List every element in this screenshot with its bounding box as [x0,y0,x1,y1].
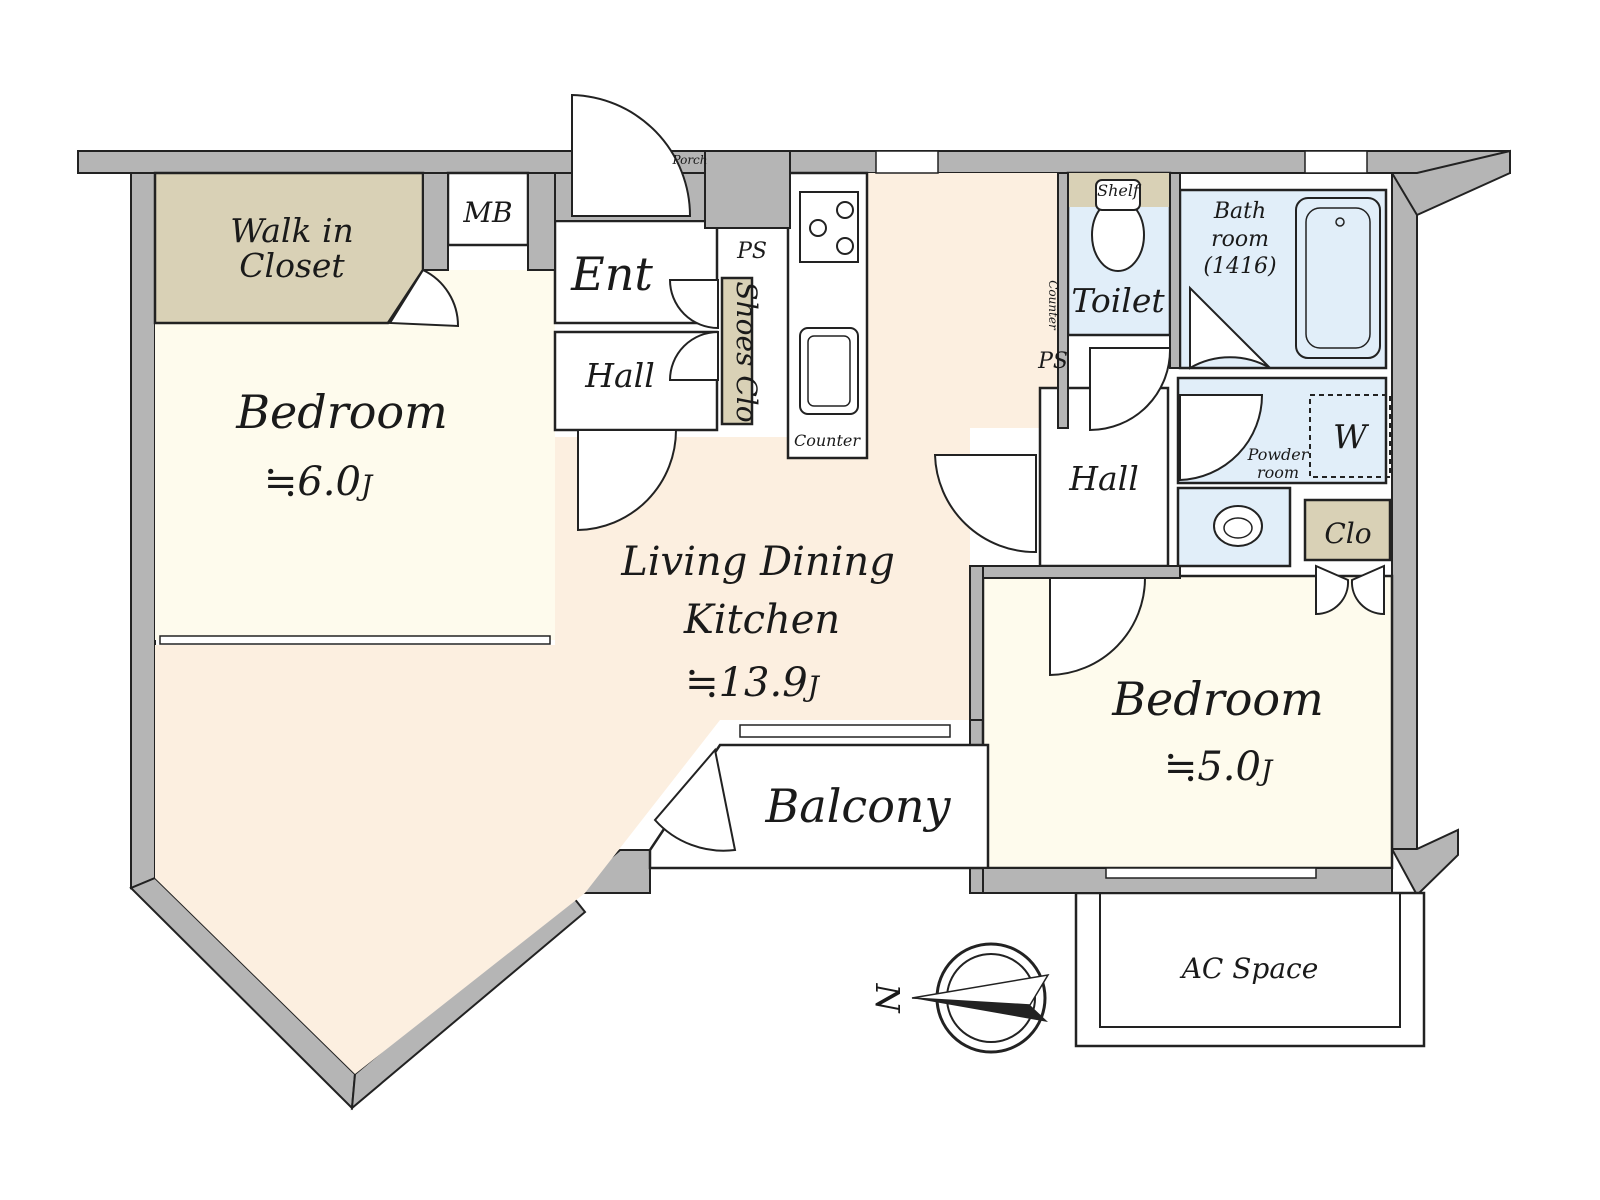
shoes-closet-floor [720,276,754,426]
door-hall-east [933,454,1037,554]
door-hall-entry [577,429,678,532]
label-ldk-size: ≒13.9J [685,660,821,706]
label-ldk-2: Kitchen [683,597,840,643]
room-labels: Walk in Closet MB Ent Hall Shoes Clo PS … [230,153,1371,985]
label-bedroom-west: Bedroom [235,385,447,439]
bedroom-west-floor [155,270,555,640]
door-closet-east-1 [1315,564,1350,616]
east-wall [1391,172,1418,850]
closet-east-floor [1303,498,1392,562]
door-bathroom [1189,285,1271,370]
label-walk-in-closet-2: Closet [239,246,345,285]
label-counter-toilet: Counter [1046,280,1060,331]
ac-space-floor [1074,891,1426,1048]
tub-drain [1335,217,1345,227]
window-south-bedroom [1105,867,1317,879]
label-hall-east: Hall [1068,459,1139,498]
label-shelf: Shelf [1097,181,1142,200]
door-entrance [571,93,692,217]
door-balcony [653,747,737,852]
label-walk-in-closet-1: Walk in [230,211,354,250]
toilet-tank [1095,179,1141,211]
kitchen-sink-inner [807,335,851,407]
windows [159,150,1368,879]
compass-north-label: N [868,983,907,1014]
label-hall-entry: Hall [584,356,655,395]
burner-2 [809,219,827,237]
wash-basin-inner [1223,517,1253,539]
label-bathroom-3: (1416) [1203,254,1276,279]
wash-basin [1213,505,1263,547]
label-ldk-1: Living Dining [620,539,895,585]
door-wic [388,268,460,328]
east-corner-wall [1390,828,1459,897]
label-ps-entry: PS [736,239,767,264]
west-wall [130,172,156,890]
compass-needle-highlight [911,973,1050,1006]
label-closet-east: Clo [1324,517,1371,550]
label-porch: Porch [672,153,708,167]
wall-mb [422,172,449,271]
window-north-ldk [875,150,939,174]
label-counter-kitchen: Counter [794,431,861,450]
doors [388,93,1385,852]
window-west-bedroom [159,635,551,645]
burner-3 [836,237,854,255]
label-ps-hall: PS [1037,349,1068,374]
wall-bath-left [1169,172,1181,369]
label-powder-room-2: room [1257,463,1299,482]
label-shoes-closet: Shoes Clo [730,281,763,422]
label-ac-space: AC Space [1179,952,1319,985]
kitchen-sink [799,327,859,415]
label-washer: W [1333,417,1370,456]
wall-toilet-left [1057,172,1069,429]
bathtub-inner [1305,207,1371,349]
washer-space [1309,394,1391,478]
label-mb: MB [462,196,512,229]
door-bedroom-east [1049,577,1147,677]
label-bathroom-1: Bath [1213,199,1266,224]
ne-corner-wall [1390,149,1511,217]
wall-mb-right [527,172,556,271]
north-wall [77,150,1511,174]
door-shoes-2 [668,330,719,381]
label-balcony: Balcony [764,779,951,833]
wall-porch [704,150,791,229]
balcony-floor [648,743,990,870]
label-toilet: Toilet [1071,281,1165,320]
label-bedroom-east-size: ≒5.0J [1164,744,1274,790]
door-powder [1179,394,1264,482]
label-entrance: Ent [570,247,653,301]
label-powder-room-1: Powder [1247,445,1310,464]
window-balcony [739,724,951,738]
burner-1 [836,201,854,219]
label-bedroom-west-size: ≒6.0J [264,459,374,505]
kitchen-fixtures [799,191,859,415]
label-bathroom-2: room [1211,227,1269,252]
door-toilet [1089,347,1172,432]
wall-bedroom-e-left [969,565,984,721]
window-north-bath [1304,150,1368,174]
compass: N [868,942,1050,1054]
bathtub [1295,197,1381,359]
door-shoes-1 [668,279,719,330]
door-closet-east-2 [1350,564,1385,616]
wall-bedroom-e-top [969,565,1181,579]
bath-fixtures [1091,179,1381,547]
label-bedroom-east: Bedroom [1111,672,1323,726]
